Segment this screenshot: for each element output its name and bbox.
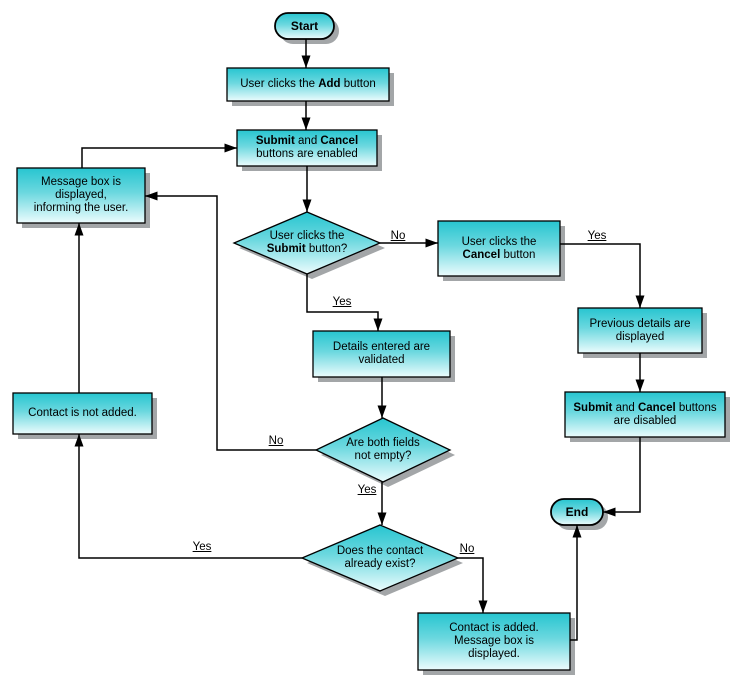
edge-qsubmit-yes-to-validated [306, 274, 383, 331]
q-submit-node-shape [232, 211, 382, 275]
edge-qfields-no-to-message [145, 191, 316, 451]
cancel-node-shape [437, 220, 561, 277]
add-node-shape [226, 67, 390, 102]
edge-disabled-to-end [603, 437, 641, 517]
added-node-shape [417, 612, 571, 671]
disabled-node-shape [564, 391, 726, 438]
previous-node-shape [577, 307, 703, 354]
edge-added-to-end [570, 525, 582, 641]
edge-message-to-enabled [81, 143, 237, 168]
start-node-shape [274, 12, 335, 40]
edge-cancel-yes-to-previous [560, 243, 645, 308]
edge-qexists-no-to-added [458, 557, 488, 613]
q-fields-node-shape [314, 417, 452, 483]
message-node-shape [16, 167, 146, 224]
not-added-node-shape [12, 392, 153, 435]
edge-qexists-yes-to-notadded [74, 434, 302, 559]
enabled-node-shape [236, 129, 378, 167]
end-node-shape [550, 498, 604, 526]
q-exists-node-shape [300, 524, 460, 592]
validated-node-shape [312, 330, 451, 378]
